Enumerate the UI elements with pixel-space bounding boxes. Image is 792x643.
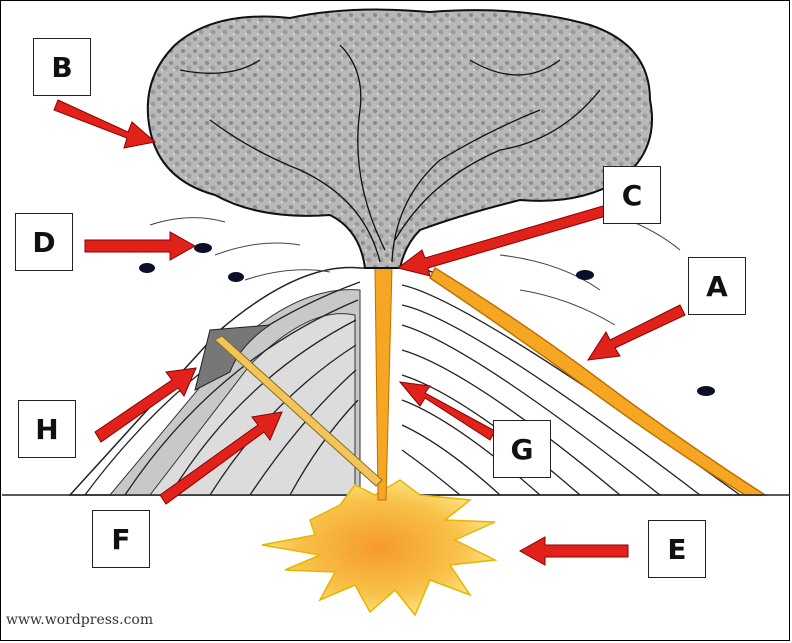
label-box-g: G: [493, 420, 551, 478]
label-box-a: A: [688, 257, 746, 315]
label-g: G: [511, 433, 534, 466]
label-box-f: F: [92, 510, 150, 568]
arrow-d: [85, 232, 195, 260]
label-box-h: H: [18, 400, 76, 458]
arrow-b: [54, 100, 155, 148]
label-b: B: [51, 51, 72, 84]
label-box-b: B: [33, 38, 91, 96]
arrow-e: [520, 537, 628, 565]
label-c: C: [622, 179, 643, 212]
label-e: E: [667, 533, 686, 566]
ash-cloud: [148, 10, 652, 268]
label-h: H: [35, 413, 58, 446]
label-box-c: C: [603, 166, 661, 224]
label-d: D: [32, 226, 55, 259]
arrow-a: [588, 305, 685, 360]
label-a: A: [706, 270, 728, 303]
label-f: F: [111, 523, 130, 556]
label-box-d: D: [15, 213, 73, 271]
label-box-e: E: [648, 520, 706, 578]
watermark: www.wordpress.com: [6, 612, 153, 628]
